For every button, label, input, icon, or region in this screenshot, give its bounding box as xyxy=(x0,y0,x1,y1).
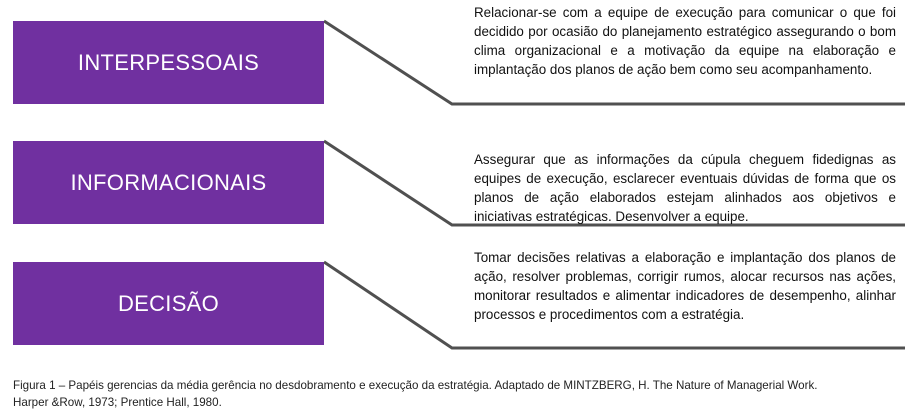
role-description-interpessoais: Relacionar-se com a equipe de execução p… xyxy=(474,5,896,77)
role-box-informacionais: INFORMACIONAIS xyxy=(13,141,324,224)
caption-line-1: Figura 1 – Papéis gerencias da média ger… xyxy=(13,379,818,392)
role-description-decisao: Tomar decisões relativas a elaboração e … xyxy=(474,250,896,322)
connector-interpessoais xyxy=(323,19,905,106)
caption-line-2: Harper &Row, 1973; Prentice Hall, 1980. xyxy=(13,396,222,409)
connector-informacionais xyxy=(323,139,905,227)
role-box-decisao: DECISÃO xyxy=(13,262,324,345)
role-label: INFORMACIONAIS xyxy=(70,169,267,195)
role-box-interpessoais: INTERPESSOAIS xyxy=(13,21,324,104)
figure-caption: Figura 1 – Papéis gerencias da média ger… xyxy=(13,377,913,411)
role-label: INTERPESSOAIS xyxy=(77,49,260,75)
connector-decisao xyxy=(323,260,905,350)
role-label: DECISÃO xyxy=(117,290,220,316)
role-description-informacionais: Assegurar que as informações da cúpula c… xyxy=(474,152,896,224)
